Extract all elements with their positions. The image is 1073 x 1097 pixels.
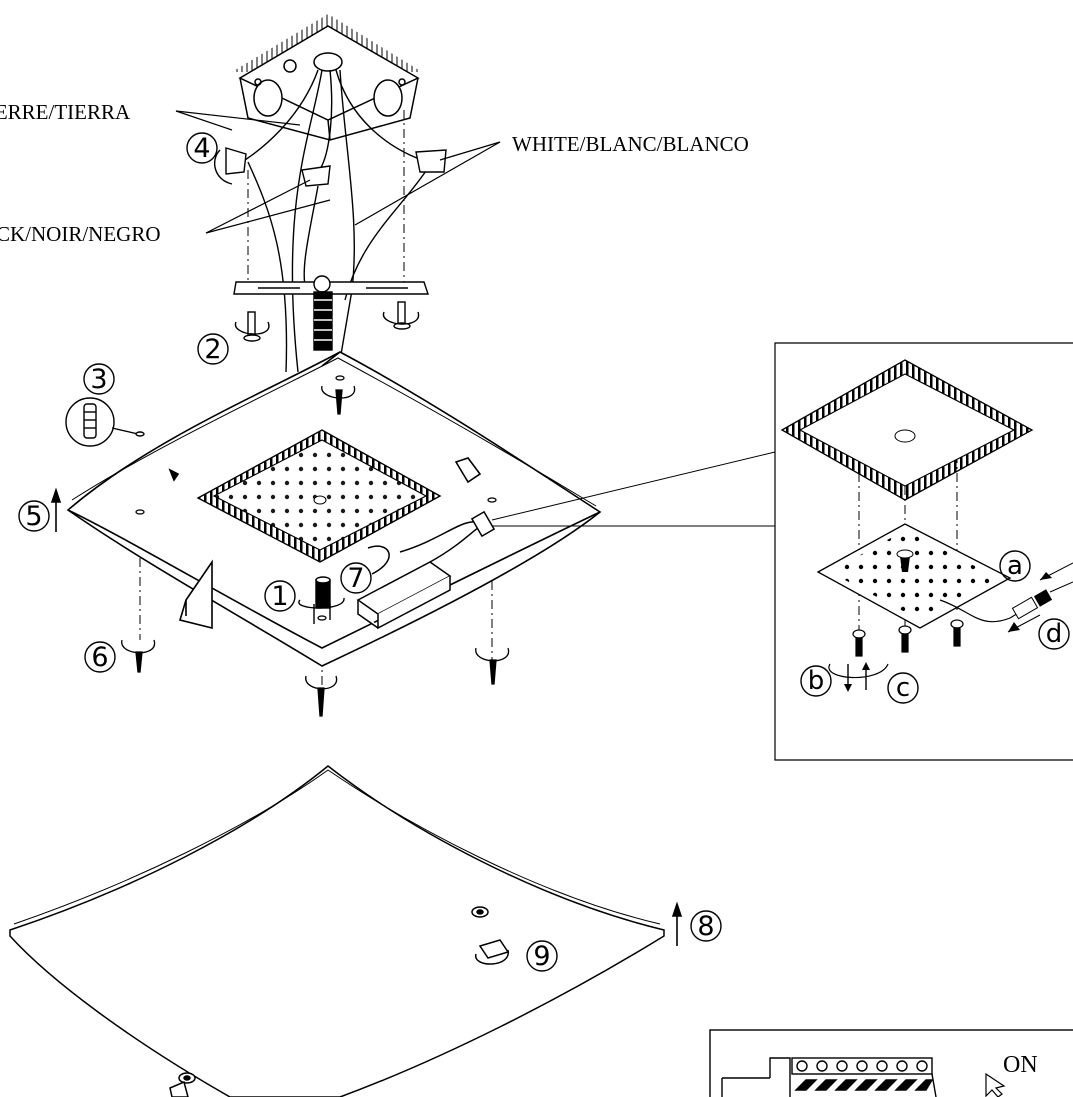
label-leaders (175, 110, 501, 234)
center-spindle (298, 576, 345, 624)
svg-text:d: d (1046, 619, 1063, 649)
svg-text:9: 9 (533, 941, 550, 972)
wire-nuts (213, 147, 447, 187)
detail-b-marker: b (800, 665, 832, 697)
breaker-panel (709, 1029, 1073, 1097)
step-markers: 4 2 3 5 1 7 6 8 (18, 132, 722, 972)
junction-box (232, 14, 422, 141)
led-panel (196, 429, 442, 563)
ground-wire-label: TERRE/TIERRA (0, 100, 131, 124)
svg-text:a: a (1007, 551, 1023, 581)
breaker-on-label: ON (1003, 1052, 1038, 1078)
step-5-marker: 5 (18, 500, 50, 532)
housing-screws (121, 375, 509, 717)
detail-a-marker: a (999, 550, 1031, 582)
black-wire-label: BLACK/NOIR/NEGRO (0, 222, 161, 246)
detail-d-marker: d (1038, 618, 1070, 650)
white-wire-label: WHITE/BLANC/BLANCO (512, 132, 749, 156)
wall-anchor (65, 397, 145, 447)
step-8-marker: 8 (690, 910, 722, 942)
detail-c-marker: c (887, 672, 919, 704)
driver-box (356, 510, 496, 630)
step-1-marker: 1 (264, 580, 296, 612)
wires (244, 69, 429, 373)
step-9-marker: 9 (526, 940, 558, 972)
step-7-marker: 7 (340, 562, 372, 594)
detail-markers: a b c d (800, 550, 1070, 704)
svg-text:7: 7 (347, 563, 364, 594)
svg-text:5: 5 (25, 501, 42, 532)
step-3-marker: 3 (83, 363, 115, 395)
svg-text:c: c (896, 673, 910, 703)
mounting-screws (234, 301, 419, 342)
step-2-marker: 2 (197, 333, 229, 365)
glass-shade (9, 765, 665, 1097)
svg-text:b: b (808, 666, 825, 696)
svg-text:3: 3 (90, 364, 107, 395)
svg-text:4: 4 (193, 133, 210, 164)
pointer-icon (985, 1072, 1006, 1097)
detail-inset (491, 342, 1073, 761)
breaker-switches (794, 1060, 937, 1097)
step-4-marker: 4 (186, 132, 218, 164)
svg-text:2: 2 (204, 334, 221, 365)
mounting-bar (233, 275, 429, 351)
svg-text:6: 6 (91, 642, 108, 673)
step-6-marker: 6 (84, 641, 116, 673)
svg-text:8: 8 (697, 911, 714, 942)
svg-text:1: 1 (271, 581, 288, 612)
